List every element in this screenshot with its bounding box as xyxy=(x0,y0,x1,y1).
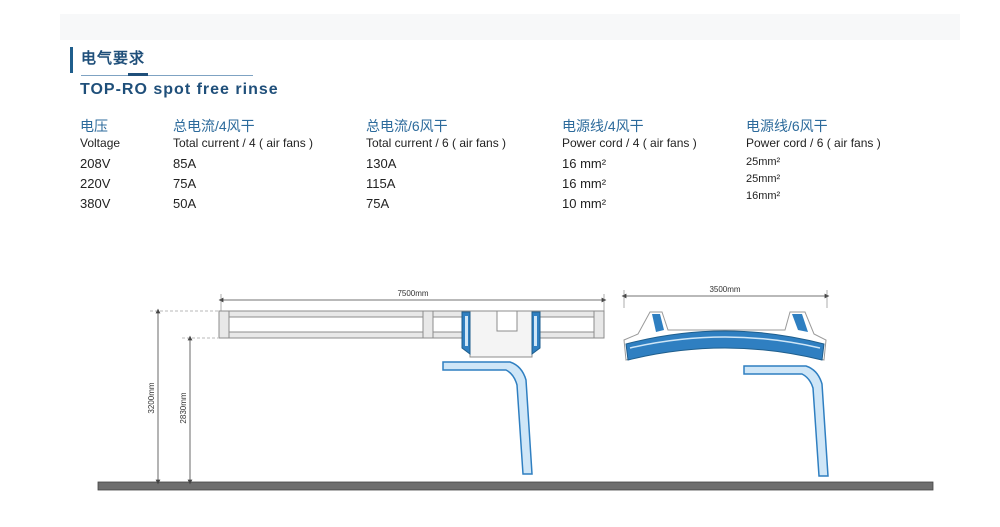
table-cell: 16mm² xyxy=(746,190,781,202)
column-header-cn: 电源线/6风干 xyxy=(746,118,828,134)
column-header-cn: 电源线/4风干 xyxy=(562,118,644,134)
column-header-cn: 总电流/6风干 xyxy=(366,118,448,134)
column-header-en: Power cord / 6 ( air fans ) xyxy=(746,136,881,150)
title-underline xyxy=(81,75,253,76)
table-cell: 380V xyxy=(80,196,111,211)
column-total-current-6: 总电流/6风干 Total current / 6 ( air fans ) 1… xyxy=(366,116,506,216)
wash-carriage-side xyxy=(461,310,541,358)
gantry-canopy-front xyxy=(623,311,827,361)
title-underline-accent xyxy=(128,73,148,76)
table-cell: 16 mm² xyxy=(562,176,607,191)
table-cell: 10 mm² xyxy=(562,196,607,211)
table-cell: 208V xyxy=(80,156,111,171)
section-title: 电气要求 xyxy=(81,50,146,67)
table-cell: 25mm² xyxy=(746,156,781,168)
header-band xyxy=(60,14,960,40)
table-cell: 75A xyxy=(366,196,390,211)
ground-floor xyxy=(97,481,934,491)
table-cell: 50A xyxy=(173,196,197,211)
column-header-en: Total current / 4 ( air fans ) xyxy=(173,136,314,150)
column-header-cn: 总电流/4风干 xyxy=(173,118,255,134)
table-cell: 25mm² xyxy=(746,173,781,185)
column-power-cord-4: 电源线/4风干 Power cord / 4 ( air fans ) 16 m… xyxy=(562,116,697,216)
column-voltage: 电压 Voltage 208V 220V 380V xyxy=(80,116,120,216)
section-accent-bar xyxy=(70,47,73,73)
table-cell: 220V xyxy=(80,176,111,191)
table-cell: 130A xyxy=(366,156,397,171)
column-power-cord-6: 电源线/6风干 Power cord / 6 ( air fans ) 25mm… xyxy=(746,116,881,207)
column-header-en: Power cord / 4 ( air fans ) xyxy=(562,136,697,150)
support-arm-side xyxy=(442,361,533,475)
column-header-en: Voltage xyxy=(80,136,121,150)
table-cell: 115A xyxy=(366,176,396,191)
column-header-en: Total current / 6 ( air fans ) xyxy=(366,136,507,150)
width-front-label: 3500mm xyxy=(709,285,740,294)
product-subtitle: TOP-RO spot free rinse xyxy=(80,81,279,98)
width-side-label: 7500mm xyxy=(397,289,428,298)
gantry-frame-side xyxy=(218,310,605,339)
support-arm-front xyxy=(743,365,829,477)
height-clear-label: 2830mm xyxy=(179,392,188,423)
column-header-cn: 电压 xyxy=(80,118,108,134)
table-cell: 75A xyxy=(173,176,197,191)
table-cell: 85A xyxy=(173,156,197,171)
column-total-current-4: 总电流/4风干 Total current / 4 ( air fans ) 8… xyxy=(173,116,313,216)
height-total-label: 3200mm xyxy=(147,382,156,413)
table-cell: 16 mm² xyxy=(562,156,607,171)
